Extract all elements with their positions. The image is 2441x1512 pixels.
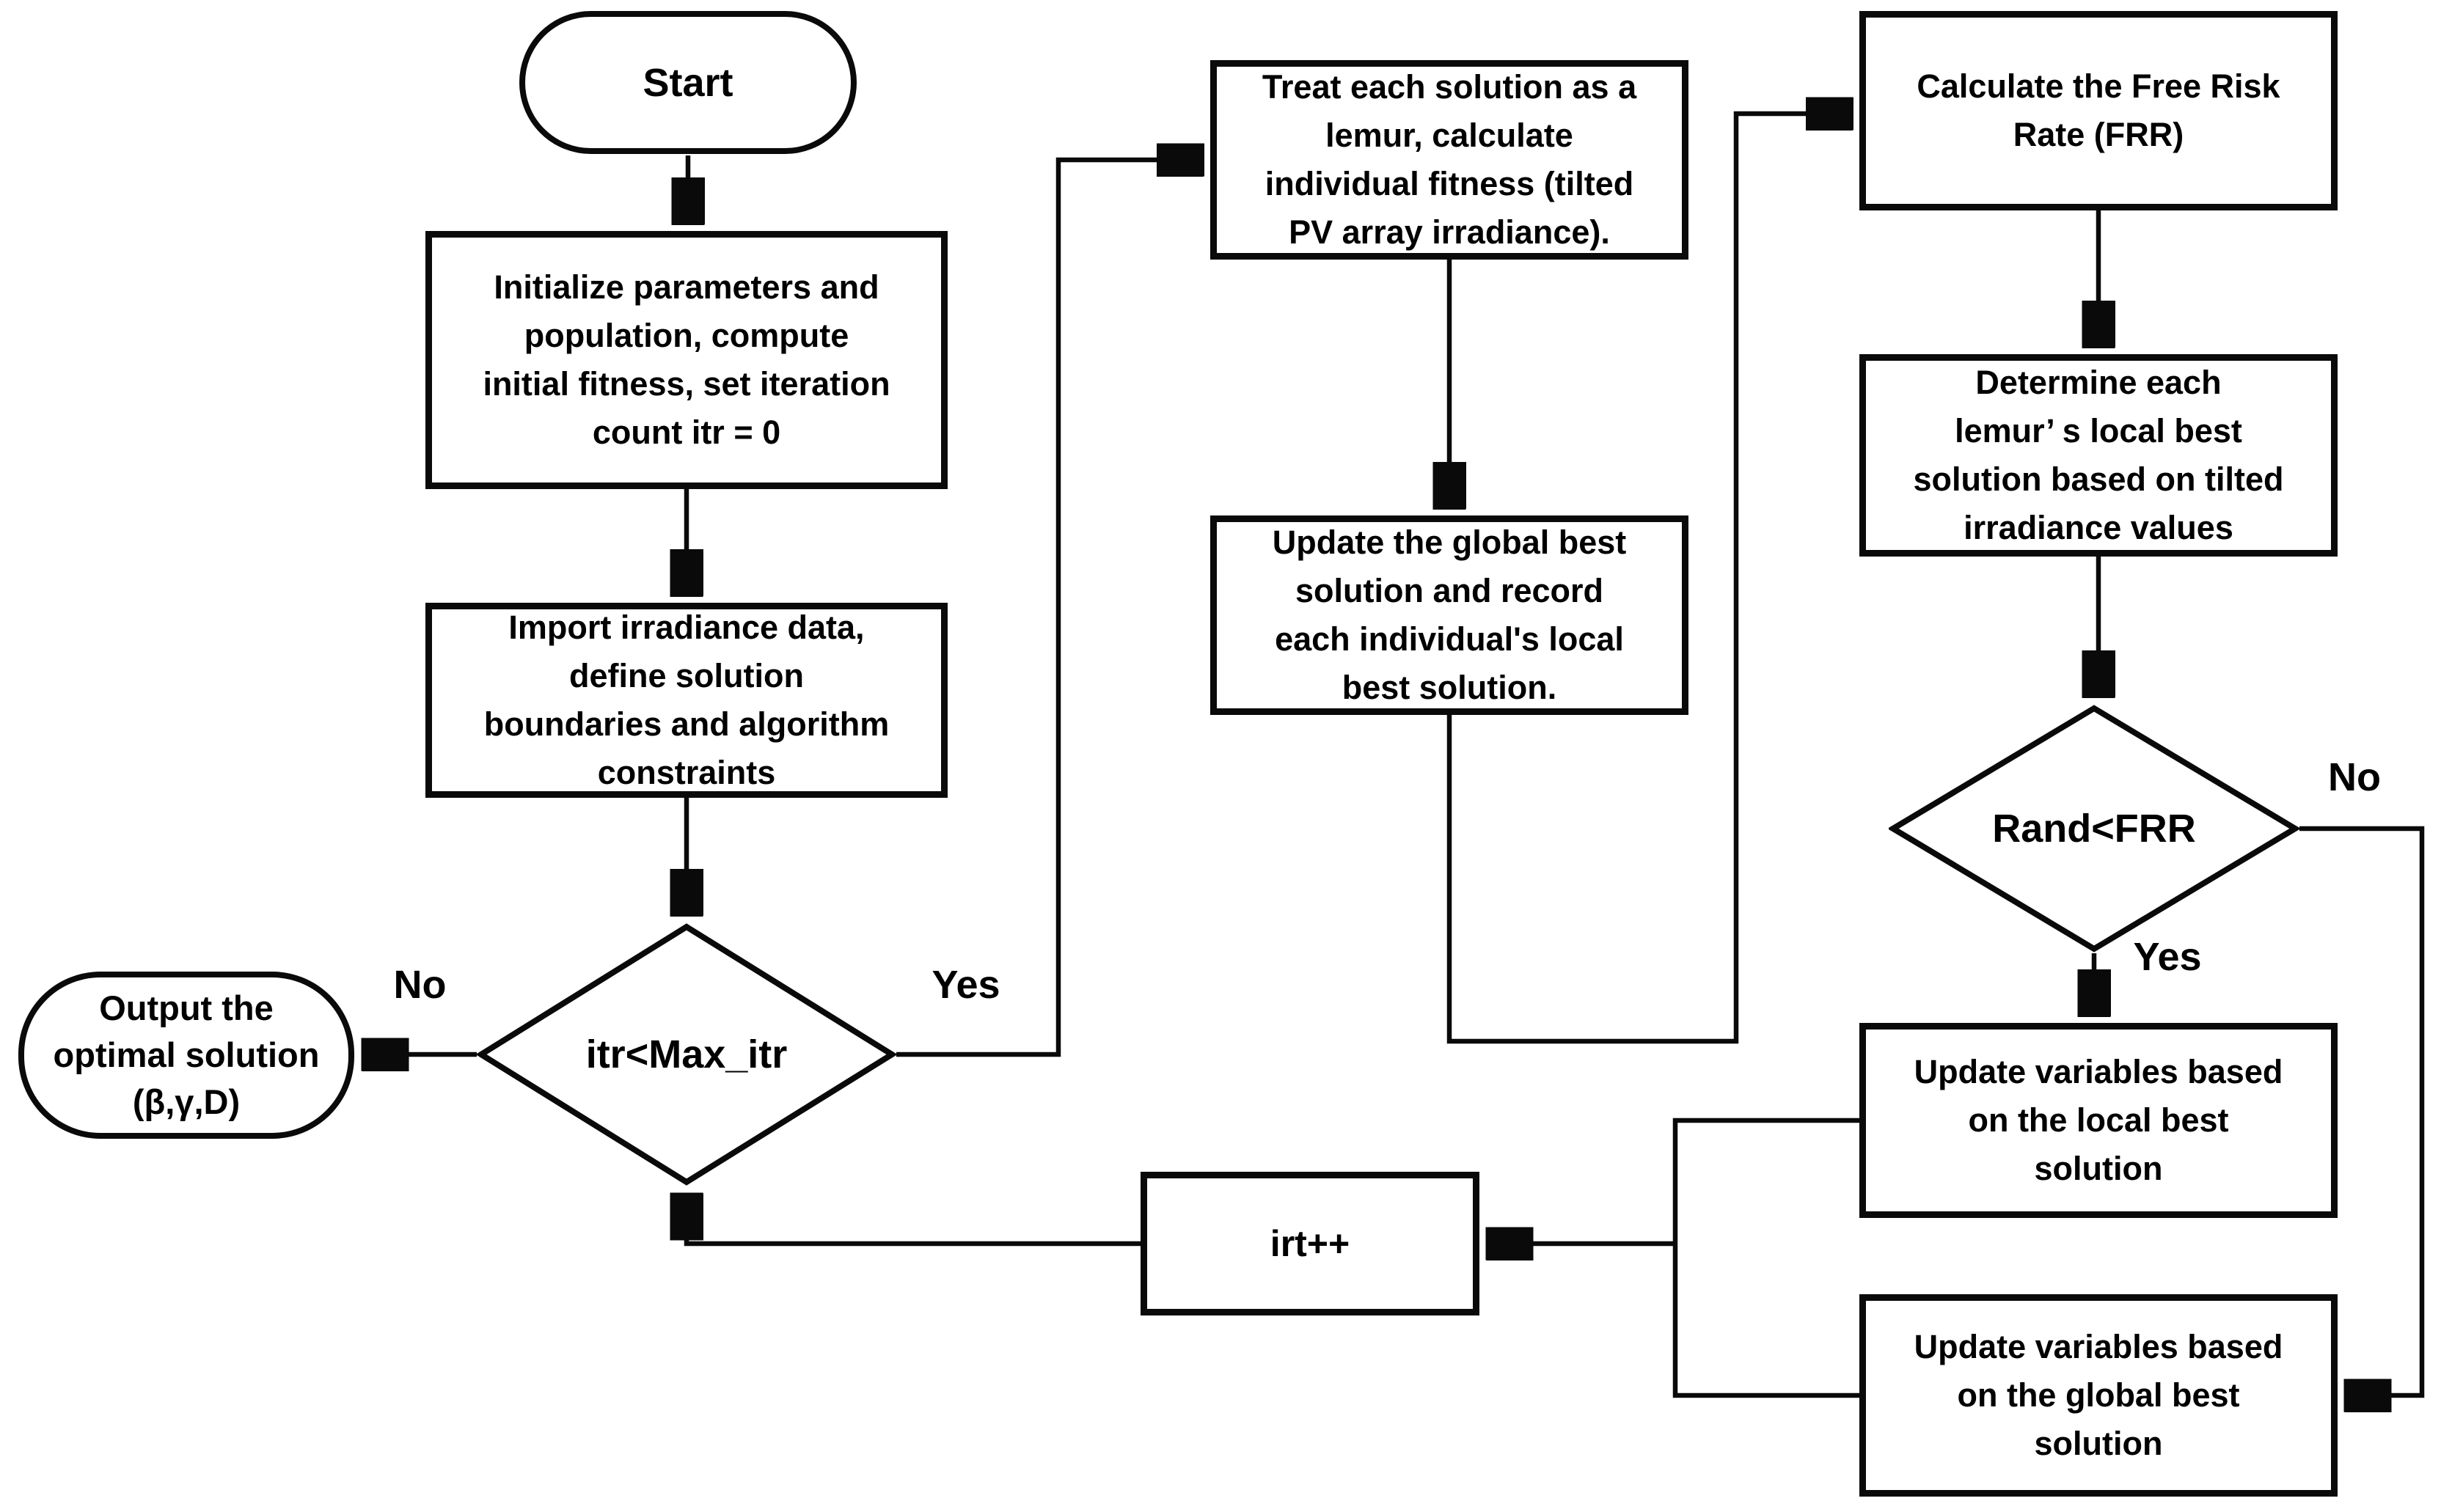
node-update-global-best-record-label: Update the global best solution and reco… — [1272, 524, 1627, 706]
diamond-shape-icon — [1889, 705, 2299, 953]
node-import-irradiance: Import irradiance data, define solution … — [425, 603, 948, 798]
node-start-label: Start — [643, 60, 733, 105]
node-calculate-frr: Calculate the Free Risk Rate (FRR) — [1859, 11, 2338, 210]
node-update-vars-global-best-label: Update variables based on the global bes… — [1914, 1328, 2283, 1462]
node-determine-local-best: Determine each lemur’ s local best solut… — [1859, 354, 2338, 557]
edge-increment-to-iter-check — [687, 1200, 1141, 1247]
diamond-shape-icon — [477, 923, 896, 1186]
decision-iter-check-label: itr<Max_itr — [585, 1032, 788, 1076]
node-update-vars-local-best: Update variables based on the local best… — [1859, 1023, 2338, 1218]
node-increment-iteration: irt++ — [1141, 1172, 1479, 1315]
node-initialize-parameters: Initialize parameters and population, co… — [425, 231, 948, 489]
node-increment-iteration-label: irt++ — [1270, 1223, 1350, 1264]
edge-label-rand-yes: Yes — [2133, 935, 2202, 979]
node-update-global-best-record: Update the global best solution and reco… — [1210, 515, 1688, 715]
edge-label-iter-no: No — [393, 963, 447, 1007]
node-calculate-frr-label: Calculate the Free Risk Rate (FRR) — [1917, 67, 2280, 153]
edge-rand-no-to-update-global — [2299, 826, 2425, 1395]
node-update-vars-global-best: Update variables based on the global bes… — [1859, 1294, 2338, 1497]
decision-iter-check: itr<Max_itr — [477, 922, 896, 1186]
node-start: Start — [519, 11, 857, 154]
edge-label-iter-yes: Yes — [932, 963, 1000, 1007]
edge-update-boxes-junction — [1672, 1118, 1859, 1398]
node-treat-each-solution: Treat each solution as a lemur, calculat… — [1210, 60, 1688, 260]
decision-rand-check-label: Rand<FRR — [1992, 807, 2196, 851]
decision-rand-check: Rand<FRR — [1889, 704, 2299, 953]
node-output-optimal-solution-label: Output the optimal solution (β,γ,D) — [53, 988, 320, 1121]
edge-label-rand-no: No — [2328, 755, 2381, 799]
node-initialize-parameters-label: Initialize parameters and population, co… — [483, 268, 890, 451]
node-update-vars-local-best-label: Update variables based on the local best… — [1914, 1053, 2283, 1187]
node-import-irradiance-label: Import irradiance data, define solution … — [483, 609, 890, 791]
node-determine-local-best-label: Determine each lemur’ s local best solut… — [1913, 364, 2284, 546]
edge-iter-yes-to-treat — [896, 160, 1197, 1057]
node-output-optimal-solution: Output the optimal solution (β,γ,D) — [18, 972, 354, 1139]
node-treat-each-solution-label: Treat each solution as a lemur, calculat… — [1262, 68, 1637, 251]
edge-update-global-record-to-frr — [1446, 114, 1846, 1044]
